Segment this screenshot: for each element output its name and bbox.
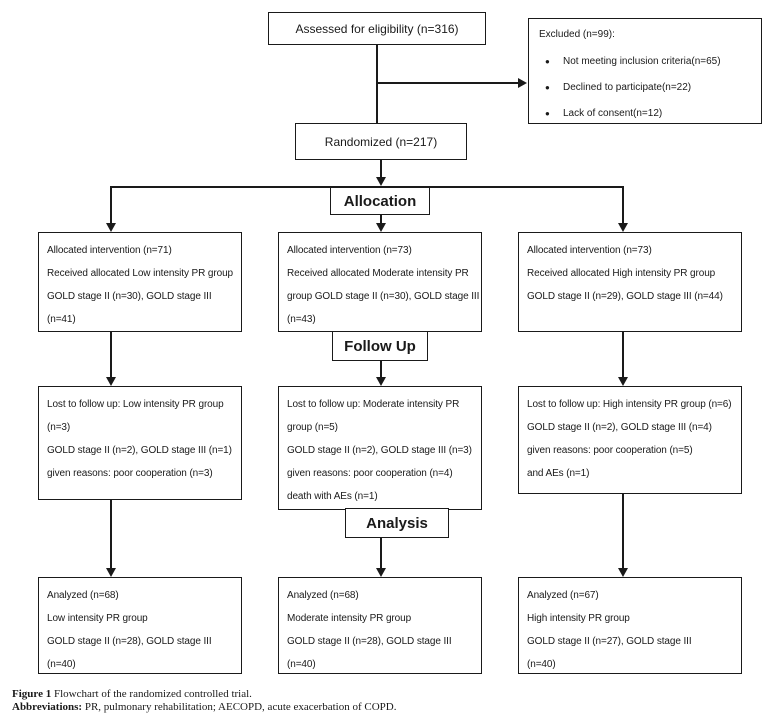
mid-followup-arrowhead-icon (376, 377, 386, 386)
analysis-stage-label: Analysis (345, 508, 449, 538)
followup-box-high: Lost to follow up: High intensity PR gro… (518, 386, 742, 494)
caption-line-figure: Figure 1 Flowchart of the randomized con… (12, 688, 396, 701)
randomized-text: Randomized (n=217) (324, 134, 438, 149)
box-line: GOLD stage II (n=28), GOLD stage III (287, 636, 452, 647)
box-line: GOLD stage II (n=2), GOLD stage III (n=3… (287, 445, 472, 456)
bullet-icon: ● (545, 57, 550, 66)
box-line: GOLD stage II (n=2), GOLD stage III (n=1… (47, 445, 232, 456)
box-line: (n=40) (527, 659, 556, 670)
mid-followup-line (380, 361, 382, 378)
right-followup-line (622, 332, 624, 378)
allocated-box-moderate: Allocated intervention (n=73) Received a… (278, 232, 482, 332)
analyzed-box-high: Analyzed (n=67) High intensity PR group … (518, 577, 742, 674)
excluded-reason: Declined to participate(n=22) (563, 82, 692, 93)
allocation-stage-text: Allocation (343, 192, 417, 210)
box-line: group GOLD stage II (n=30), GOLD stage I… (287, 291, 480, 302)
box-line: GOLD stage II (n=30), GOLD stage III (47, 291, 212, 302)
box-line: group (n=5) (287, 422, 338, 433)
box-line: given reasons: poor cooperation (n=4) (287, 468, 453, 479)
assessed-text: Assessed for eligibility (n=316) (295, 21, 459, 36)
right-allocation-line (622, 186, 624, 225)
mid-allocation-arrowhead-icon (376, 223, 386, 232)
box-line: Lost to follow up: Moderate intensity PR (287, 399, 460, 410)
bullet-icon: ● (545, 109, 550, 118)
right-analysis-arrowhead-icon (618, 568, 628, 577)
randomized-to-allocation-line (380, 160, 382, 178)
followup-stage-text: Follow Up (344, 337, 416, 355)
box-line: Allocated intervention (n=73) (527, 245, 652, 256)
analyzed-box-low: Analyzed (n=68) Low intensity PR group G… (38, 577, 242, 674)
allocated-box-low: Allocated intervention (n=71) Received a… (38, 232, 242, 332)
box-line: Analyzed (n=67) (527, 590, 599, 601)
box-line: Received allocated Moderate intensity PR (287, 268, 469, 279)
box-line: Received allocated Low intensity PR grou… (47, 268, 234, 279)
box-line: GOLD stage II (n=29), GOLD stage III (n=… (527, 291, 723, 302)
box-line: given reasons: poor cooperation (n=3) (47, 468, 213, 479)
box-line: (n=40) (287, 659, 316, 670)
mid-allocation-line (380, 215, 382, 225)
randomized-box: Randomized (n=217) (295, 123, 467, 160)
right-analysis-line (622, 494, 624, 569)
mid-analysis-line (380, 538, 382, 569)
excluded-branch-line (377, 82, 519, 84)
right-allocation-arrowhead-icon (618, 223, 628, 232)
left-allocation-line (110, 186, 112, 225)
abbreviations-text: PR, pulmonary rehabilitation; AECOPD, ac… (82, 701, 397, 713)
box-line: (n=3) (47, 422, 71, 433)
box-line: High intensity PR group (527, 613, 630, 624)
box-line: given reasons: poor cooperation (n=5) (527, 445, 693, 456)
list-item: ● Lack of consent(n=12) (537, 107, 753, 120)
excluded-title: Excluded (n=99): (539, 29, 615, 40)
box-line: GOLD stage II (n=27), GOLD stage III (527, 636, 692, 647)
box-line: Allocated intervention (n=73) (287, 245, 412, 256)
box-line: GOLD stage II (n=2), GOLD stage III (n=4… (527, 422, 712, 433)
figure-caption: Figure 1 Flowchart of the randomized con… (12, 688, 396, 714)
box-line: Moderate intensity PR group (287, 613, 412, 624)
excluded-box: Excluded (n=99): ● Not meeting inclusion… (528, 18, 762, 124)
followup-stage-label: Follow Up (332, 331, 428, 361)
list-item: ● Not meeting inclusion criteria(n=65) (537, 55, 753, 68)
abbreviations-label: Abbreviations: (12, 701, 83, 713)
left-followup-arrowhead-icon (106, 377, 116, 386)
box-line: Analyzed (n=68) (47, 590, 119, 601)
figure-title: Flowchart of the randomized controlled t… (51, 688, 252, 700)
left-followup-line (110, 332, 112, 378)
left-analysis-arrowhead-icon (106, 568, 116, 577)
box-line: (n=43) (287, 314, 316, 325)
list-item: ● Declined to participate(n=22) (537, 81, 753, 94)
box-line: Allocated intervention (n=71) (47, 245, 172, 256)
figure-label: Figure 1 (12, 688, 52, 700)
mid-analysis-arrowhead-icon (376, 568, 386, 577)
box-line: and AEs (n=1) (527, 468, 590, 479)
caption-line-abbreviations: Abbreviations: PR, pulmonary rehabilitat… (12, 701, 396, 714)
excluded-reason: Lack of consent(n=12) (563, 108, 663, 119)
left-allocation-arrowhead-icon (106, 223, 116, 232)
followup-box-moderate: Lost to follow up: Moderate intensity PR… (278, 386, 482, 510)
box-line: Lost to follow up: Low intensity PR grou… (47, 399, 224, 410)
box-line: death with AEs (n=1) (287, 491, 378, 502)
left-analysis-line (110, 500, 112, 569)
followup-box-low: Lost to follow up: Low intensity PR grou… (38, 386, 242, 500)
analysis-stage-text: Analysis (366, 514, 428, 532)
assessed-to-randomized-line (376, 44, 378, 123)
box-line: (n=40) (47, 659, 76, 670)
assessed-box: Assessed for eligibility (n=316) (268, 12, 486, 45)
right-followup-arrowhead-icon (618, 377, 628, 386)
analyzed-box-moderate: Analyzed (n=68) Moderate intensity PR gr… (278, 577, 482, 674)
box-line: Received allocated High intensity PR gro… (527, 268, 716, 279)
bullet-icon: ● (545, 83, 550, 92)
box-line: (n=41) (47, 314, 76, 325)
allocation-distribution-line (110, 186, 623, 188)
box-line: Lost to follow up: High intensity PR gro… (527, 399, 732, 410)
box-line: Low intensity PR group (47, 613, 148, 624)
randomized-arrowhead-icon (376, 177, 386, 186)
box-line: Analyzed (n=68) (287, 590, 359, 601)
box-line: GOLD stage II (n=28), GOLD stage III (47, 636, 212, 647)
allocated-box-high: Allocated intervention (n=73) Received a… (518, 232, 742, 332)
excluded-arrowhead-icon (518, 78, 527, 88)
excluded-reason: Not meeting inclusion criteria(n=65) (563, 56, 721, 67)
allocation-stage-label: Allocation (330, 187, 430, 215)
